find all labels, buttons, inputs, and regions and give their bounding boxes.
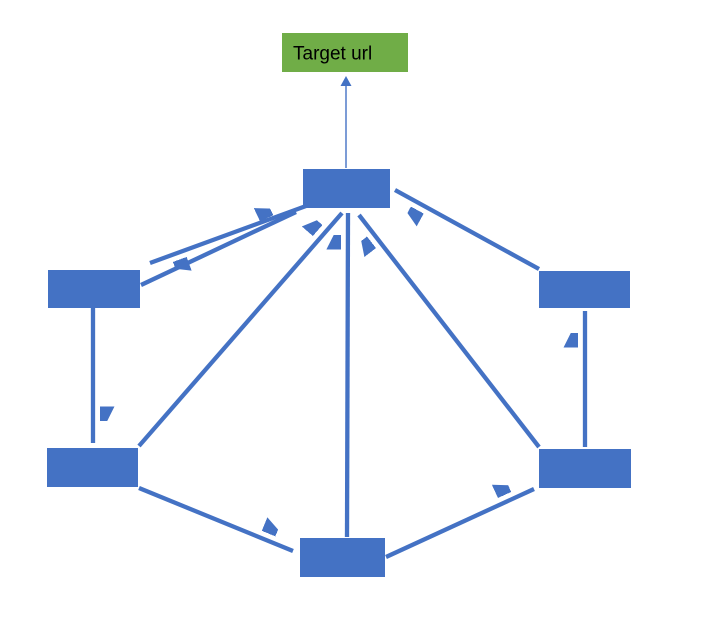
edge-bottom-center-page-to-hub-page xyxy=(347,212,351,538)
edge-bottom-left-page-to-hub-page xyxy=(137,211,344,448)
edge-bottom-right-page-to-hub-page xyxy=(359,213,541,449)
edge-right-page-to-hub-page xyxy=(393,188,541,271)
edge-bottom-center-page-to-bottom-right-page xyxy=(385,489,535,559)
node-right-page xyxy=(539,271,630,308)
edge-left-page-to-hub-page xyxy=(140,212,297,287)
edge-bottom-left-page-to-bottom-center-page xyxy=(138,486,294,553)
node-bottom-left-page xyxy=(47,448,138,487)
node-left-page xyxy=(48,270,140,308)
edge-hub-page-to-left-page xyxy=(149,203,307,263)
node-bottom-right-page xyxy=(539,449,631,488)
node-target-url xyxy=(282,33,408,72)
node-bottom-center-page xyxy=(300,538,385,577)
node-label-target-url: Target url xyxy=(293,44,372,65)
node-hub-page xyxy=(303,169,390,208)
